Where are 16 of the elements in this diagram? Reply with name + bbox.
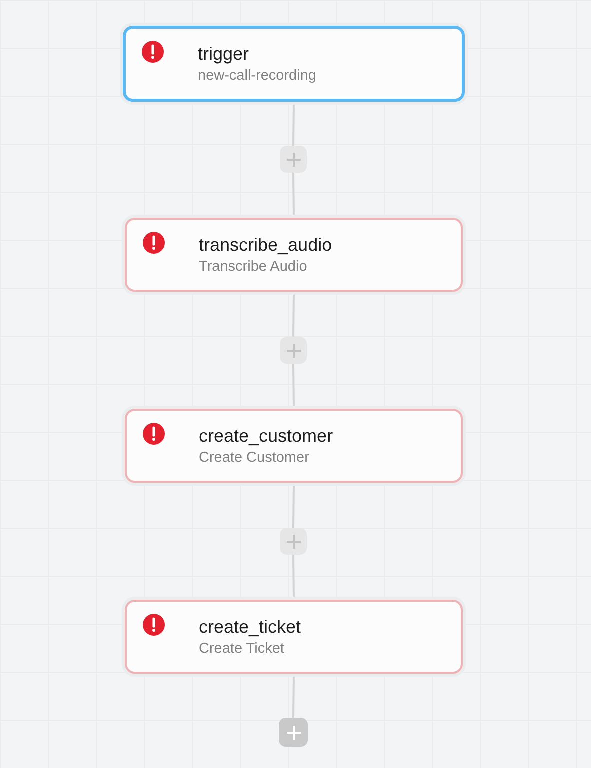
add-step-button (280, 337, 307, 364)
step-name: create_ticket (199, 617, 302, 638)
step-name: trigger (198, 44, 250, 65)
trigger-card (123, 26, 465, 102)
step-card (125, 409, 463, 483)
step-name: transcribe_audio (199, 235, 332, 256)
step-type: Transcribe Audio (199, 259, 308, 275)
add-step-button (280, 528, 307, 555)
step-name: create_customer (199, 426, 334, 447)
add-step-button (280, 146, 307, 173)
step-card (125, 600, 463, 674)
step-type: Create Customer (199, 450, 310, 466)
step-card (125, 218, 463, 292)
add-step-button (279, 718, 308, 747)
step-type: Create Ticket (199, 641, 286, 657)
step-type: new-call-recording (198, 68, 316, 84)
